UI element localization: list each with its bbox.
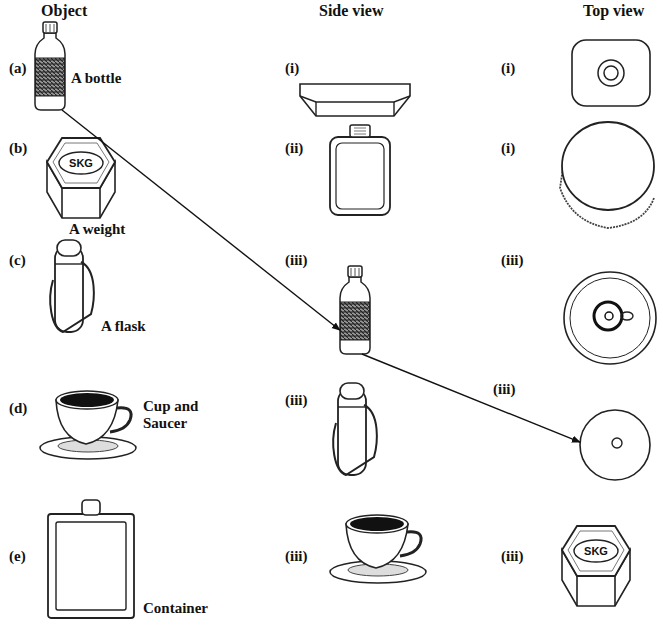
weight-top-view — [562, 526, 630, 606]
view-number: (i) — [500, 60, 516, 77]
top-view: (i) — [560, 120, 656, 228]
column-heading: Side view — [318, 2, 384, 20]
cup-side-view — [330, 515, 426, 583]
container-side-view — [330, 125, 390, 215]
column-heading: Object — [40, 2, 88, 20]
container-side-view — [336, 143, 384, 209]
container-top-view — [572, 40, 650, 106]
view-number: (iii) — [284, 392, 309, 409]
prism-side-view — [300, 84, 410, 116]
container-top-view — [598, 60, 624, 86]
flask-side-view — [333, 383, 377, 475]
view-number: (iii) — [492, 381, 517, 398]
column-heading: Top view — [582, 2, 645, 20]
weight-picture — [47, 138, 115, 218]
row-letter: (c) — [8, 252, 27, 269]
object-picture: (a)A bottle — [35, 22, 65, 110]
cup-top-view — [621, 312, 633, 320]
row-letter: (b) — [8, 140, 28, 157]
flask-picture — [50, 240, 94, 332]
side-view: (ii) — [330, 125, 390, 215]
top-view: (iii)SKG — [560, 518, 632, 608]
flask-top-view — [562, 122, 654, 210]
bottle-side-view — [340, 266, 370, 354]
row-letter: (e) — [8, 548, 27, 565]
object-picture: (e)Container — [46, 498, 136, 620]
row-letter: (a) — [8, 60, 28, 77]
object-name: Cup and Saucer — [142, 398, 212, 432]
object-name: A bottle — [70, 70, 122, 87]
top-view: (iii) — [564, 272, 656, 364]
bottle-picture — [35, 22, 65, 110]
container-side-view — [330, 137, 390, 215]
prism-side-view — [300, 84, 410, 116]
flask-picture — [50, 240, 94, 332]
cup-top-view — [570, 278, 650, 358]
weight-picture — [47, 138, 115, 218]
object-name: Container — [142, 600, 209, 617]
view-number: (i) — [500, 140, 516, 157]
view-number: (iii) — [284, 252, 309, 269]
bottle-top-view — [612, 438, 622, 448]
cup-picture — [40, 391, 136, 459]
side-view: (iii) — [328, 383, 380, 478]
side-view: (iii) — [340, 266, 370, 354]
object-picture: (d)Cup and Saucer — [38, 388, 138, 460]
top-view: (iii) — [580, 410, 650, 480]
brand-text: SKG — [68, 157, 94, 170]
cup-top-view — [605, 312, 613, 320]
container-picture — [48, 500, 134, 618]
object-picture: (b)SKGA weight — [45, 130, 117, 220]
weight-top-view — [562, 526, 630, 606]
container-top-view — [604, 66, 618, 80]
view-number: (ii) — [284, 140, 304, 157]
match-arrow — [362, 354, 580, 442]
top-view: (i) — [572, 40, 650, 106]
object-name: A weight — [68, 221, 126, 238]
view-number: (iii) — [500, 548, 525, 565]
container-side-view — [354, 128, 366, 134]
view-number: (i) — [284, 60, 300, 77]
side-view: (iii) — [328, 512, 428, 584]
view-number: (iii) — [284, 548, 309, 565]
cup-top-view — [564, 272, 656, 364]
cup-side-view — [330, 515, 426, 583]
view-number: (iii) — [500, 252, 525, 269]
side-view: (i) — [300, 82, 410, 116]
flask-top-view — [560, 122, 654, 228]
match-arrow — [62, 110, 340, 330]
prism-side-view — [300, 96, 410, 102]
bottle-top-view — [580, 410, 650, 480]
cup-top-view — [594, 302, 622, 330]
brand-text: SKG — [583, 545, 609, 558]
object-picture: (c)A flask — [45, 240, 97, 335]
container-picture — [48, 500, 134, 618]
prism-side-view — [316, 102, 394, 116]
cup-top-view — [564, 272, 656, 364]
bottle-side-view — [340, 266, 370, 354]
bottle-picture — [35, 22, 65, 110]
flask-side-view — [333, 383, 377, 475]
container-side-view — [350, 125, 370, 137]
row-letter: (d) — [8, 400, 28, 417]
bottle-top-view — [580, 410, 650, 480]
container-top-view — [572, 40, 650, 106]
cup-picture — [40, 391, 136, 459]
object-name: A flask — [100, 318, 147, 335]
